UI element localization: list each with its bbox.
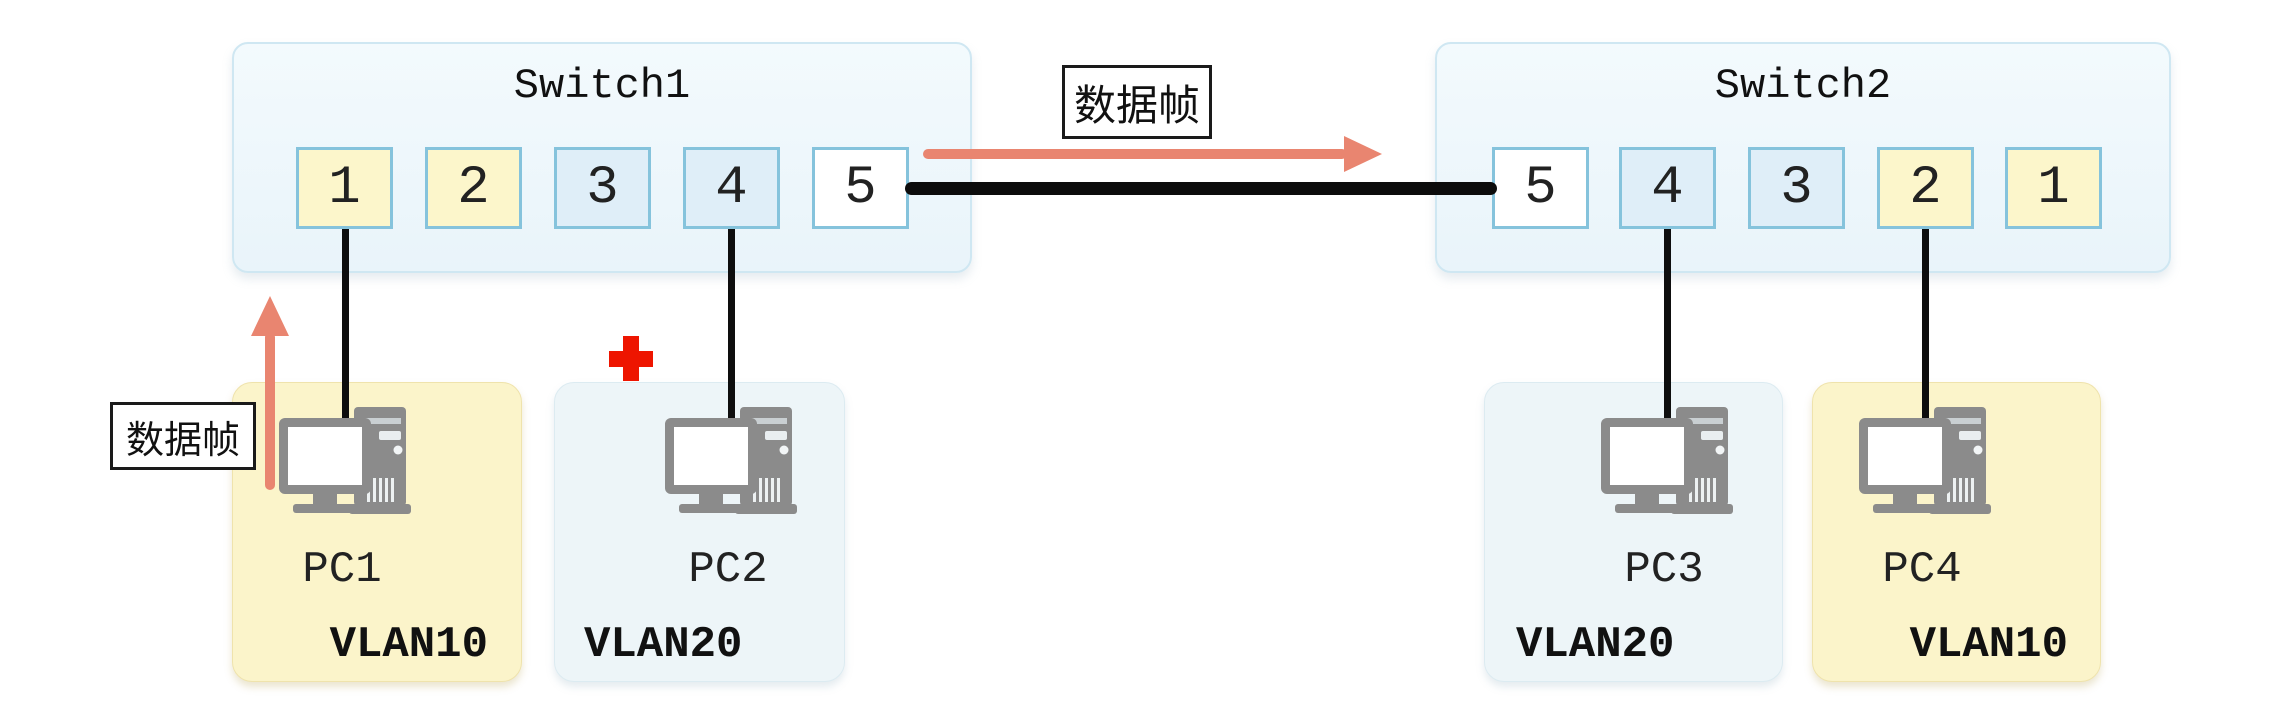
switch1-port-3: 3 [554, 147, 651, 229]
switch2-port-3: 3 [1748, 147, 1845, 229]
pc1-name: PC1 [302, 545, 382, 595]
pc3-name: PC3 [1624, 545, 1704, 595]
data-frame-arrow-up-head-icon [251, 296, 289, 336]
cable-switch2-port4-pc3 [1664, 229, 1671, 425]
switch2-port-2: 2 [1877, 147, 1974, 229]
port-number: 5 [1524, 157, 1557, 219]
pc3-computer-icon [1601, 407, 1733, 514]
port-number: 3 [1780, 157, 1813, 219]
pc2-vlan-label: VLAN20 [584, 620, 743, 670]
blocked-red-plus-icon [609, 336, 653, 381]
pc4-vlan-label: VLAN10 [1909, 620, 2068, 670]
switch2-port-5: 5 [1492, 147, 1589, 229]
port-number: 4 [715, 157, 748, 219]
switch1-port-5: 5 [812, 147, 909, 229]
switch2-port-1: 1 [2005, 147, 2102, 229]
port-number: 5 [844, 157, 877, 219]
data-frame-label-left: 数据帧 [110, 402, 256, 470]
switch1-port-2: 2 [425, 147, 522, 229]
port-number: 2 [1909, 157, 1942, 219]
port-number: 3 [586, 157, 619, 219]
port-number: 2 [457, 157, 490, 219]
data-frame-arrow-up [265, 332, 275, 490]
cable-switch2-port2-pc4 [1922, 229, 1929, 425]
pc4-computer-icon [1859, 407, 1991, 514]
cable-switch1-port4-pc2 [728, 229, 735, 425]
data-frame-label-top: 数据帧 [1062, 65, 1212, 139]
data-frame-arrow-right-head-icon [1344, 136, 1382, 172]
port-number: 1 [328, 157, 361, 219]
pc3-vlan-label: VLAN20 [1516, 620, 1675, 670]
pc2-name: PC2 [688, 545, 768, 595]
switch2-port-4: 4 [1619, 147, 1716, 229]
pc4-name: PC4 [1882, 545, 1962, 595]
pc1-computer-icon [279, 407, 411, 514]
switch1-port-1: 1 [296, 147, 393, 229]
switch1-port-4: 4 [683, 147, 780, 229]
pc2-computer-icon [665, 407, 797, 514]
switch2-title: Switch2 [1714, 62, 1892, 110]
data-frame-arrow-right [923, 149, 1347, 159]
pc1-vlan-label: VLAN10 [329, 620, 488, 670]
trunk-link-line [905, 182, 1497, 195]
port-number: 1 [2037, 157, 2070, 219]
cable-switch1-port1-pc1 [342, 229, 349, 425]
port-number: 4 [1651, 157, 1684, 219]
switch1-title: Switch1 [513, 62, 691, 110]
